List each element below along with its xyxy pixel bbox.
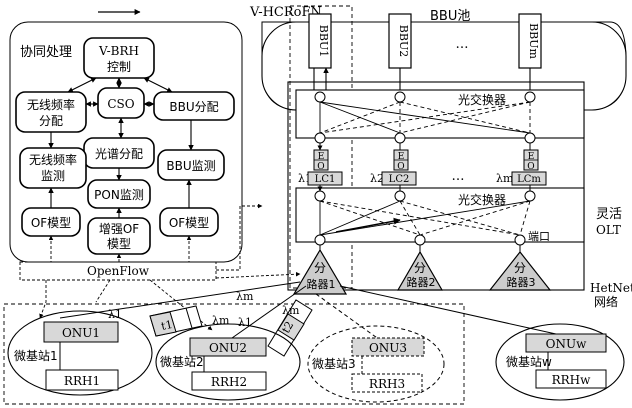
onu-1-label: ONU1 xyxy=(62,326,100,340)
flex-olt-line1: 灵活 xyxy=(596,207,622,222)
rrh-2-label: RRH2 xyxy=(211,375,247,389)
radio-alloc-line2: 分配 xyxy=(39,114,63,128)
vbrh-line1: V-BRH xyxy=(98,44,139,58)
optical-switch-bottom-label: 光交换器 xyxy=(458,192,506,207)
frame-t1-label: t1 xyxy=(160,318,174,333)
enhanced-of-line1: 增强OF xyxy=(99,222,139,236)
cell-w-area xyxy=(495,323,625,401)
optical-switch-bottom xyxy=(295,187,585,243)
switch-bottom-crosslinks xyxy=(319,200,531,236)
openflow-label: OpenFlow xyxy=(87,264,150,278)
onu-3 xyxy=(351,337,425,357)
rrh-1-label: RRH1 xyxy=(64,374,100,388)
splitter-2-line1: 分 xyxy=(414,261,426,275)
pon-monitor-label: PON监测 xyxy=(94,188,144,202)
eo-m-o: O xyxy=(527,162,534,172)
fiber-label-3: λm xyxy=(236,290,254,303)
line-card-2 xyxy=(381,171,417,186)
cell-3-area xyxy=(307,325,445,403)
rrh-w xyxy=(535,369,607,389)
radio-monitor-line1: 无线频率 xyxy=(29,152,77,167)
splitter-3 xyxy=(488,251,552,291)
spectrum-alloc-label: 光谱分配 xyxy=(95,147,143,161)
splitter-1 xyxy=(292,248,348,295)
flex-olt-line2: OLT xyxy=(596,223,621,237)
radio-monitor-line2: 监测 xyxy=(41,169,65,183)
frame-t2-label: t2 xyxy=(279,319,296,335)
eo-m-e: E xyxy=(528,152,535,162)
bbu-ellipsis: … xyxy=(456,37,469,52)
bbu-unit-2-label: BBU2 xyxy=(397,25,410,57)
onu-w xyxy=(525,333,607,353)
bbu-unit-1 xyxy=(308,13,332,69)
of-model-left-label: OF模型 xyxy=(31,216,71,230)
splitter-2-line2: 路器2 xyxy=(407,276,436,289)
lambda-2: λ2 xyxy=(370,172,384,185)
cell-w-label: 微基站w xyxy=(506,355,552,369)
onu-1 xyxy=(43,321,119,343)
splitter-3-line2: 路器3 xyxy=(507,276,536,289)
cell-3-label: 微基站3 xyxy=(312,357,356,371)
frame-t2 xyxy=(267,299,313,357)
rrh-2 xyxy=(191,371,267,391)
splitter-2 xyxy=(396,250,444,291)
line-card-2-label: LC2 xyxy=(389,174,410,185)
collab-title: 协同处理 xyxy=(20,45,72,60)
collab-arrows xyxy=(48,77,194,218)
splitter-1-line2: 路器1 xyxy=(307,278,336,291)
highlight-path xyxy=(289,5,353,289)
rrh-1 xyxy=(45,369,119,391)
frame-t1 xyxy=(149,305,203,337)
openflow-links xyxy=(39,203,301,331)
cso-label: CSO xyxy=(107,97,134,111)
lambda-ellipsis: … xyxy=(452,169,465,184)
bbu-monitor-label: BBU监测 xyxy=(166,159,215,173)
rrh-3 xyxy=(351,373,423,393)
onu-2-label: ONU2 xyxy=(209,341,247,355)
eo-2-o: O xyxy=(397,162,404,172)
eo-1-e: E xyxy=(318,152,325,162)
optical-switch-top xyxy=(295,89,585,139)
line-card-m xyxy=(511,171,547,186)
vbrh-line2: 控制 xyxy=(107,60,131,74)
fiber-label-4: λ1 xyxy=(238,316,252,329)
cell-2-area xyxy=(155,323,301,401)
line-card-1 xyxy=(307,171,343,186)
onu-2 xyxy=(189,337,267,357)
bbu-unit-1-label: BBU1 xyxy=(317,25,330,57)
eo-links xyxy=(317,143,531,192)
onu-w-label: ONUw xyxy=(546,337,587,351)
radio-alloc-line1: 无线频率 xyxy=(27,97,75,112)
eo-1-o: O xyxy=(317,162,324,172)
optical-switch-top-label: 光交换器 xyxy=(458,92,506,107)
of-model-right-label: OF模型 xyxy=(169,216,209,230)
diagram-title: V-HCRoFN xyxy=(249,5,322,20)
enhanced-of-line2: 模型 xyxy=(107,237,131,251)
fiber-label-5: λm xyxy=(282,304,300,317)
rrh-3-label: RRH3 xyxy=(369,377,405,391)
rrh-w-label: RRHw xyxy=(552,373,592,387)
bbu-alloc-label: BBU分配 xyxy=(169,100,218,114)
switch-route-arrow xyxy=(335,217,401,233)
eo-2-e: E xyxy=(398,152,405,162)
lambda-m: λm xyxy=(496,172,514,185)
onu-3-label: ONU3 xyxy=(369,341,407,355)
bbu-unit-m-label: BBUm xyxy=(527,23,540,59)
bbu-pool-title: BBU池 xyxy=(430,9,470,24)
openflow-bus xyxy=(19,261,217,281)
splitter-3-line1: 分 xyxy=(514,261,526,275)
hetnet-line1: HetNet xyxy=(590,281,632,295)
line-card-1-label: LC1 xyxy=(315,174,336,185)
splitter-1-line1: 分 xyxy=(314,261,326,275)
cell-1-label: 微基站1 xyxy=(14,349,58,363)
switch-top-crosslinks xyxy=(319,101,531,134)
port-label: 端口 xyxy=(528,230,550,243)
cell-2-label: 微基站2 xyxy=(160,355,204,369)
hetnet-line2: 网络 xyxy=(594,294,618,309)
line-card-m-label: LCm xyxy=(517,174,541,185)
cell-1-area xyxy=(7,310,153,396)
